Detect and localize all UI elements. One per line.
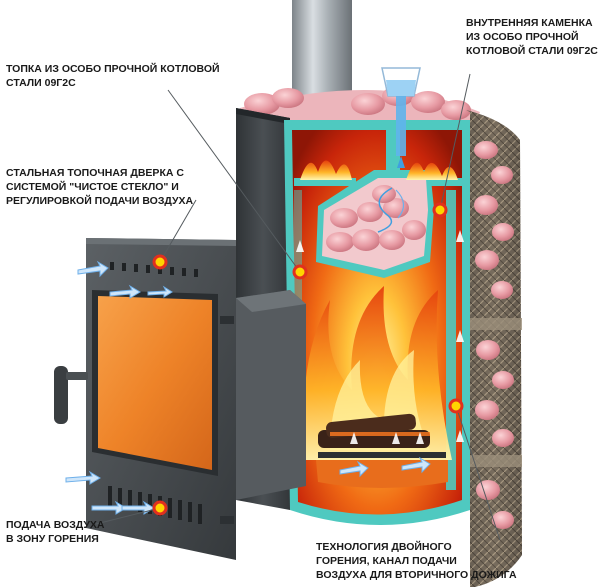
callout-line: ГОРЕНИЯ, КАНАЛ ПОДАЧИ (316, 555, 457, 567)
pointer-dot-icon (152, 202, 464, 516)
callout-line: ПОДАЧА ВОЗДУХА (6, 519, 105, 531)
firebox-cutaway (284, 120, 470, 525)
callout-line: ТЕХНОЛОГИЯ ДВОЙНОГО (316, 541, 452, 553)
callout-double-combustion: ТЕХНОЛОГИЯ ДВОЙНОГО ГОРЕНИЯ, КАНАЛ ПОДАЧ… (316, 540, 517, 582)
callout-steel-door: СТАЛЬНАЯ ТОПОЧНАЯ ДВЕРКА С СИСТЕМОЙ "ЧИС… (6, 166, 193, 208)
leader-lines (95, 73, 501, 541)
firebox-door (54, 238, 236, 560)
mesh-stones (474, 141, 514, 529)
callout-line: КОТЛОВОЙ СТАЛИ 09Г2С (466, 45, 598, 57)
callout-inner-heater: ВНУТРЕННЯЯ КАМЕНКА ИЗ ОСОБО ПРОЧНОЙ КОТЛ… (466, 16, 598, 58)
callout-line: СТАЛЬНАЯ ТОПОЧНАЯ ДВЕРКА С (6, 167, 184, 179)
water-cup-icon (381, 67, 421, 168)
callout-line: В ЗОНУ ГОРЕНИЯ (6, 533, 99, 545)
logs (318, 413, 430, 448)
callout-line: СИСТЕМОЙ "ЧИСТОЕ СТЕКЛО" И (6, 181, 179, 193)
callout-air-supply: ПОДАЧА ВОЗДУХА В ЗОНУ ГОРЕНИЯ (6, 518, 105, 546)
callout-firebox-material: ТОПКА ИЗ ОСОБО ПРОЧНОЙ КОТЛОВОЙ СТАЛИ 09… (6, 62, 220, 90)
door-vents-top (110, 262, 198, 277)
callout-line: ИЗ ОСОБО ПРОЧНОЙ (466, 31, 579, 43)
callout-line: РЕГУЛИРОВКОЙ ПОДАЧИ ВОЗДУХА (6, 195, 194, 207)
secondary-air-markers (296, 230, 464, 444)
callout-line: СТАЛИ 09Г2С (6, 77, 76, 89)
callout-line: ВНУТРЕННЯЯ КАМЕНКА (466, 17, 593, 29)
callout-line: ТОПКА ИЗ ОСОБО ПРОЧНОЙ КОТЛОВОЙ (6, 63, 220, 75)
door-tunnel (236, 290, 306, 500)
callout-line: ВОЗДУХА ДЛЯ ВТОРИЧНОГО ДОЖИГА (316, 569, 517, 581)
